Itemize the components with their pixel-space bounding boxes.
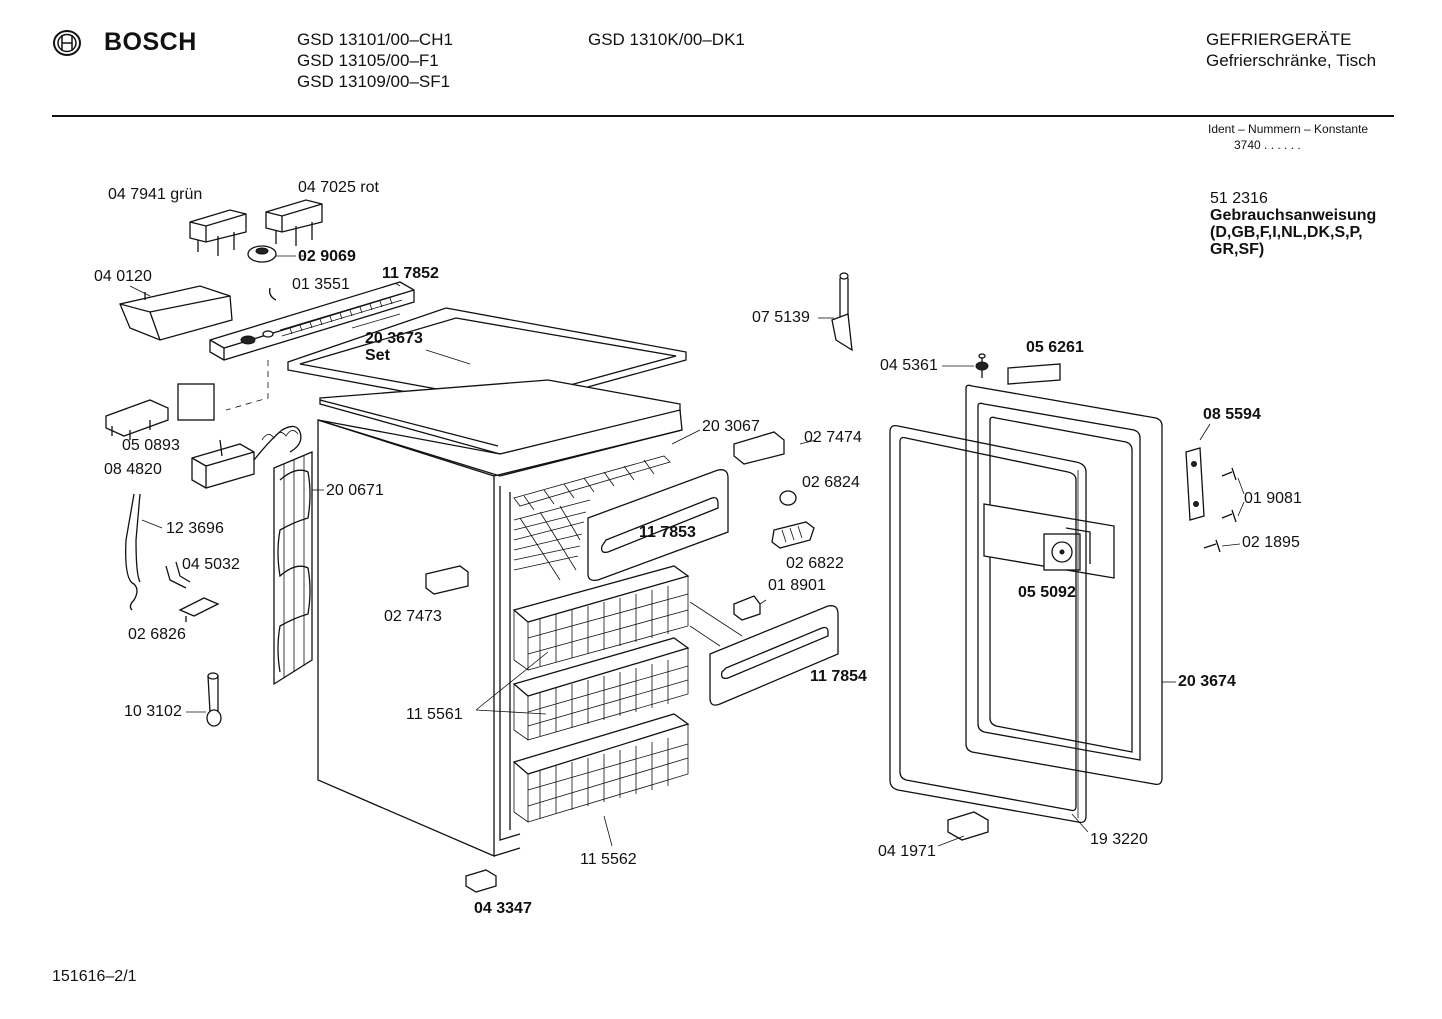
part-label: 02 7473 (384, 608, 442, 625)
part-label: 19 3220 (1090, 831, 1148, 848)
part-label: 11 7853 (639, 524, 696, 541)
category: GEFRIERGERÄTE (1206, 30, 1352, 49)
bulb-holder (247, 245, 277, 263)
latch-027474 (733, 431, 785, 465)
part-label: 02 6822 (786, 555, 844, 572)
part-label: 11 5561 (406, 706, 463, 723)
part-label: 10 3102 (124, 703, 182, 720)
part-label: 20 3067 (702, 418, 760, 435)
part-label: Set (365, 347, 390, 364)
category-block: GEFRIERGERÄTE Gefrierschränke, Tisch (1206, 29, 1376, 71)
switch-green (189, 209, 247, 256)
part-label: 01 3551 (292, 276, 350, 293)
ident-label: Ident – Nummern – Konstante (1208, 122, 1369, 136)
basket-upper (512, 565, 690, 671)
condenser (273, 451, 313, 686)
part-label: 02 6824 (802, 474, 860, 491)
part-label: 05 6261 (1026, 339, 1084, 356)
screw-045361 (975, 353, 989, 378)
part-label: 11 7854 (810, 668, 867, 685)
model-number: GSD 13109/00–SF1 (297, 72, 451, 91)
part-label: 20 0671 (326, 482, 384, 499)
control-panel (209, 281, 415, 361)
basket-lower (512, 713, 690, 823)
manual-number: 51 2316 (1210, 190, 1268, 207)
part-label: 04 7941 grün (108, 186, 203, 203)
part-label: 05 0893 (122, 437, 180, 454)
door-gasket (889, 424, 1087, 824)
hinge-plate (1185, 447, 1205, 521)
manual-title: Gebrauchsanweisung (1210, 207, 1377, 224)
part-label: 04 5032 (182, 556, 240, 573)
cabinet-body (317, 409, 683, 857)
part-label: 20 3673 (365, 330, 423, 347)
part-label: 20 3674 (1178, 673, 1236, 690)
model-list-1: GSD 13101/00–CH1 GSD 13105/00–F1 GSD 131… (297, 29, 453, 92)
model-number: GSD 13101/00–CH1 (297, 30, 453, 49)
flap-lower (709, 605, 839, 706)
screws-019081 (1203, 467, 1237, 553)
switch-red (265, 199, 323, 246)
part-label: 02 7474 (804, 429, 862, 446)
handle-041971 (947, 811, 989, 841)
manual-block: 51 2316 Gebrauchsanweisung (D,GB,F,I,NL,… (1210, 190, 1376, 258)
part-label: 07 5139 (752, 309, 810, 326)
foot-043347 (465, 869, 497, 893)
ident-value: 3740 . . . . . . (1234, 138, 1301, 152)
part-label: 05 5092 (1018, 584, 1076, 601)
basket-middle (512, 637, 690, 741)
lamp-cover (119, 285, 233, 341)
part-label: 02 6826 (128, 626, 186, 643)
subcategory: Gefrierschränke, Tisch (1206, 51, 1377, 70)
bosch-logo (50, 28, 84, 63)
model-list-2: GSD 1310K/00–DK1 (588, 29, 745, 50)
hinge-pin (831, 272, 853, 352)
manual-languages: GR,SF) (1210, 241, 1265, 258)
part-label: 04 5361 (880, 357, 938, 374)
part-label: 02 9069 (298, 248, 356, 265)
part-label: 11 5562 (580, 851, 637, 868)
bracket (105, 383, 215, 440)
latch-027473 (425, 565, 469, 595)
part-label: 12 3696 (166, 520, 224, 537)
part-label: 08 5594 (1203, 406, 1261, 423)
evaporator-grid (513, 455, 671, 581)
part-label: 04 3347 (474, 900, 532, 917)
header-rule (52, 115, 1394, 117)
part-label: 01 8901 (768, 577, 826, 594)
part-label: 01 9081 (1244, 490, 1302, 507)
model-number: GSD 13105/00–F1 (297, 51, 439, 70)
part-label: 04 7025 rot (298, 179, 379, 196)
door-panel (965, 384, 1163, 786)
model-number: GSD 1310K/00–DK1 (588, 30, 745, 49)
bosch-armature-icon (53, 30, 81, 56)
capillary-tube (125, 493, 138, 611)
part-label: 11 7852 (382, 265, 439, 282)
flap-upper (587, 469, 729, 582)
document-number: 151616–2/1 (52, 968, 137, 985)
thermostat (191, 425, 302, 489)
top-shelf-set (287, 307, 687, 455)
part-label: 04 0120 (94, 268, 152, 285)
part-label: 02 1895 (1242, 534, 1300, 551)
part-label: 04 1971 (878, 843, 936, 860)
manual-languages: (D,GB,F,I,NL,DK,S,P, (1210, 224, 1363, 241)
part-label: 08 4820 (104, 461, 162, 478)
label-056261 (1007, 363, 1061, 385)
brand-name: BOSCH (104, 28, 197, 56)
